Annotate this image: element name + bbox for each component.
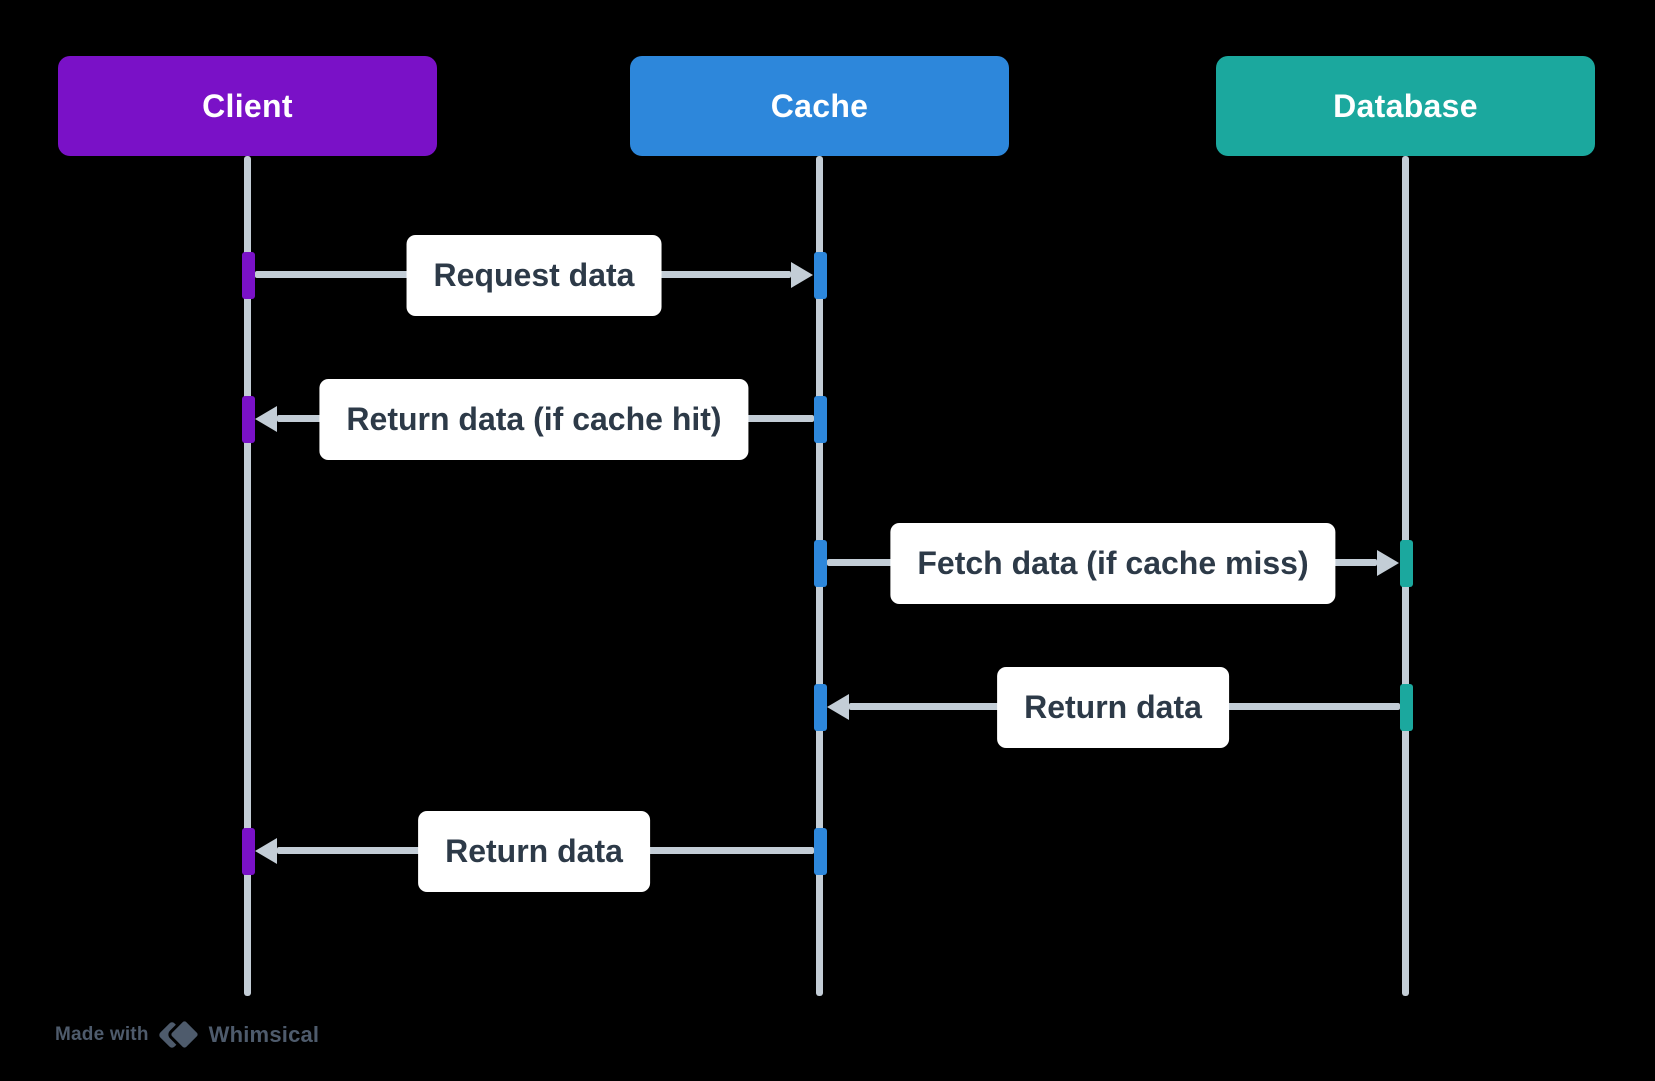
arrow-head-left-icon (255, 838, 277, 864)
arrow-head-right-icon (1377, 550, 1399, 576)
message-text: Return data (1024, 689, 1202, 725)
actor-label-database: Database (1333, 87, 1478, 124)
arrow-head-right-icon (791, 262, 813, 288)
message-label-request-data[interactable]: Request data (406, 235, 662, 316)
actor-header-database[interactable]: Database (1216, 56, 1595, 156)
activation-bar-cache-4[interactable] (814, 684, 827, 731)
message-text: Return data (if cache hit) (346, 401, 722, 437)
lifeline-client (244, 156, 251, 996)
activation-bar-cache-3[interactable] (814, 540, 827, 587)
activation-bar-cache-5[interactable] (814, 828, 827, 875)
message-text: Request data (433, 257, 635, 293)
arrow-head-left-icon (255, 406, 277, 432)
message-label-return-data-cache-hit[interactable]: Return data (if cache hit) (319, 379, 749, 460)
activation-bar-database-3[interactable] (1400, 540, 1413, 587)
message-label-return-data-db[interactable]: Return data (997, 667, 1229, 748)
actor-header-client[interactable]: Client (58, 56, 437, 156)
activation-bar-cache-2[interactable] (814, 396, 827, 443)
message-label-fetch-data[interactable]: Fetch data (if cache miss) (890, 523, 1336, 604)
message-label-return-data-client[interactable]: Return data (418, 811, 650, 892)
message-text: Return data (445, 833, 623, 869)
activation-bar-cache-1[interactable] (814, 252, 827, 299)
actor-label-client: Client (202, 87, 293, 124)
arrow-head-left-icon (827, 694, 849, 720)
actor-header-cache[interactable]: Cache (630, 56, 1009, 156)
made-with-whimsical-watermark: Made with Whimsical (55, 1012, 319, 1058)
whimsical-diamonds-icon (158, 1018, 200, 1051)
actor-label-cache: Cache (770, 87, 869, 124)
activation-bar-client-2[interactable] (242, 396, 255, 443)
watermark-brand: Whimsical (208, 1022, 320, 1047)
activation-bar-client-1[interactable] (242, 252, 255, 299)
message-text: Fetch data (if cache miss) (917, 545, 1309, 581)
activation-bar-client-5[interactable] (242, 828, 255, 875)
watermark-prefix: Made with (55, 1024, 149, 1045)
activation-bar-database-4[interactable] (1400, 684, 1413, 731)
